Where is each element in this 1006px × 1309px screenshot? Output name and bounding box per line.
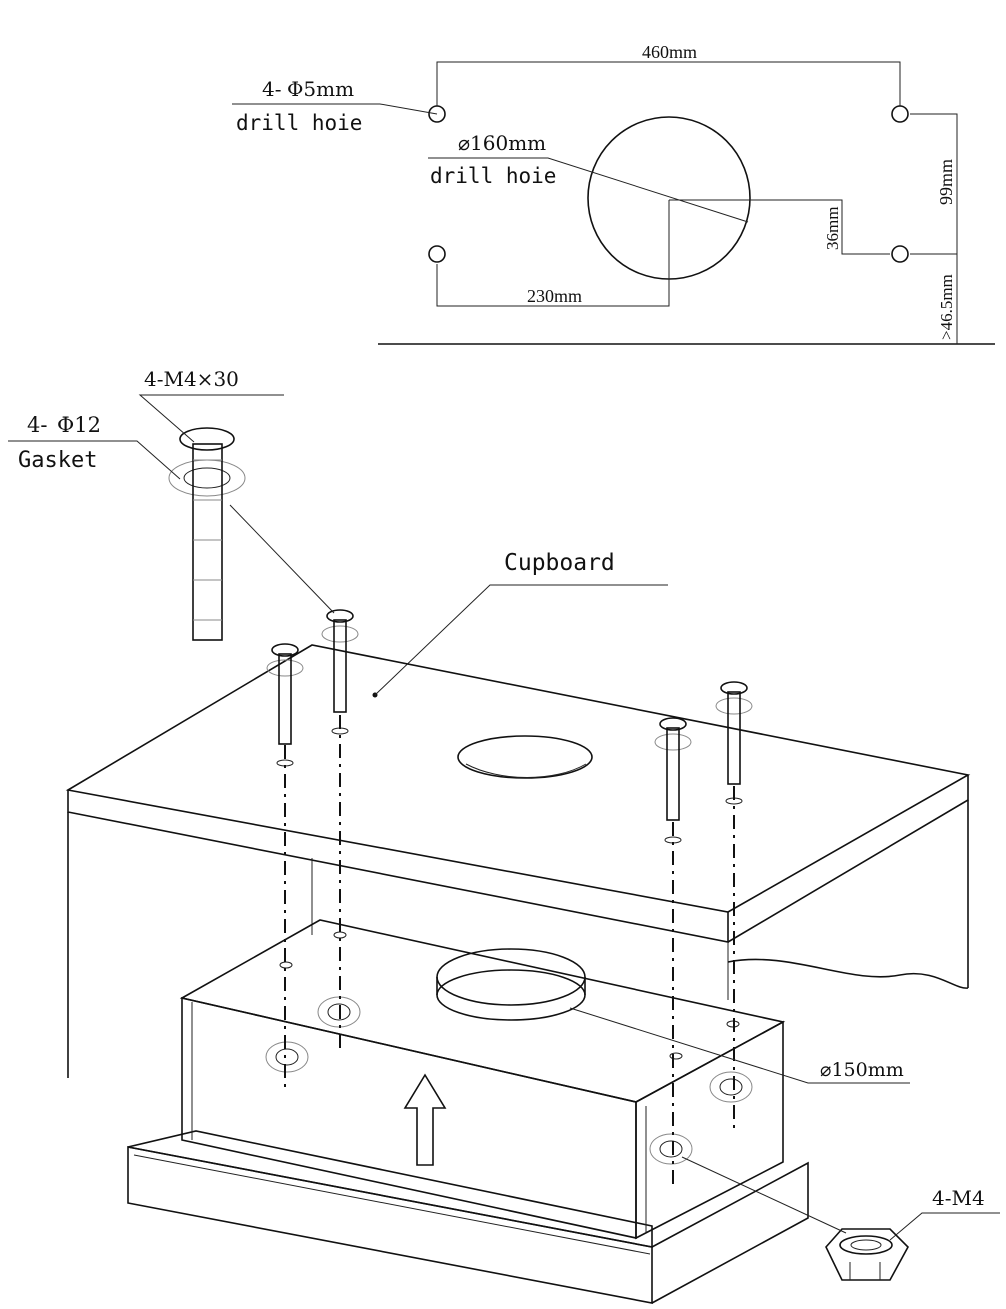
nut-1	[265, 1041, 309, 1073]
hood-slot-1	[279, 961, 293, 969]
small-hole-leader	[232, 103, 438, 115]
cupboard-leader	[374, 584, 668, 696]
cupboard-right-edge	[727, 775, 969, 943]
cupboard-hole	[457, 735, 593, 779]
drill-hole-bottom-right	[891, 245, 909, 263]
hood-slot-3	[669, 1052, 683, 1060]
dim-230-label: 230mm	[527, 286, 582, 306]
outlet-label: ⌀150mm	[820, 1059, 904, 1081]
screw-2	[321, 609, 359, 713]
nut-label: 4-M4	[932, 1186, 985, 1210]
hood-tray-stripe	[133, 1154, 651, 1255]
hood-body-top	[179, 919, 786, 1103]
gasket-label-leader	[8, 440, 181, 480]
nut-leader-2	[681, 1156, 847, 1234]
dim-230-line	[436, 200, 670, 307]
hex-nut-detail	[825, 1228, 909, 1281]
dim-36-label: 36mm	[823, 207, 842, 250]
large-hole-dia-label: ⌀160mm	[458, 131, 546, 155]
cupboard-cut-line	[727, 958, 969, 989]
screw-leader-line	[229, 504, 335, 614]
drilling-template: 460mm 230mm 36mm 99mm >46.5mm 4- Φ5mm dr…	[232, 42, 995, 345]
screw-4	[715, 681, 753, 785]
dim-46-label: >46.5mm	[937, 274, 956, 340]
large-hole-leader	[428, 157, 749, 223]
screw-label: 4-M4×30	[144, 367, 239, 391]
cupboard-front-edge	[67, 790, 729, 943]
nut-3	[649, 1133, 693, 1165]
gasket-dia-label: Φ12	[57, 413, 101, 437]
screw-label-leader	[138, 394, 284, 443]
screw-3	[654, 717, 692, 821]
drill-hole-top-left	[428, 105, 446, 123]
screw-1	[266, 643, 304, 745]
small-hole-dia-label: Φ5mm	[287, 77, 354, 101]
dim-99-line	[910, 113, 958, 344]
dim-460-line	[436, 61, 901, 106]
drill-hole-bottom-left	[428, 245, 446, 263]
hood-outlet-bottom	[436, 969, 586, 1021]
hood-slot-2	[333, 931, 347, 939]
cupboard-hole-inner	[465, 763, 587, 778]
nut-4	[709, 1071, 753, 1103]
drill-hole-top-right	[891, 105, 909, 123]
nut-leader	[889, 1212, 1000, 1241]
hood-tray-top	[127, 1130, 653, 1248]
outlet-leader	[569, 1007, 910, 1084]
small-hole-desc-label: drill hoie	[236, 111, 362, 135]
hood-body-right	[635, 1020, 784, 1240]
small-hole-qty-label: 4-	[262, 77, 281, 101]
gasket-qty-label: 4-	[27, 413, 47, 437]
dim-99-label: 99mm	[936, 159, 956, 205]
gasket-desc-label: Gasket	[18, 448, 97, 473]
assembly-view: 4-M4×30 4- Φ12 Gasket Cupboard ⌀150mm 4-…	[8, 367, 1000, 1304]
cupboard-label: Cupboard	[504, 550, 615, 576]
large-hole-desc-label: drill hoie	[430, 164, 556, 188]
screw-large	[168, 427, 246, 641]
hood-tray-right	[651, 1161, 809, 1304]
dim-460-label: 460mm	[642, 42, 697, 62]
hood-body-front	[181, 996, 637, 1239]
range-hood	[127, 919, 809, 1304]
dim-36-line	[669, 199, 890, 255]
cupboard	[65, 644, 971, 1078]
arrow-up-icon	[403, 1073, 447, 1166]
